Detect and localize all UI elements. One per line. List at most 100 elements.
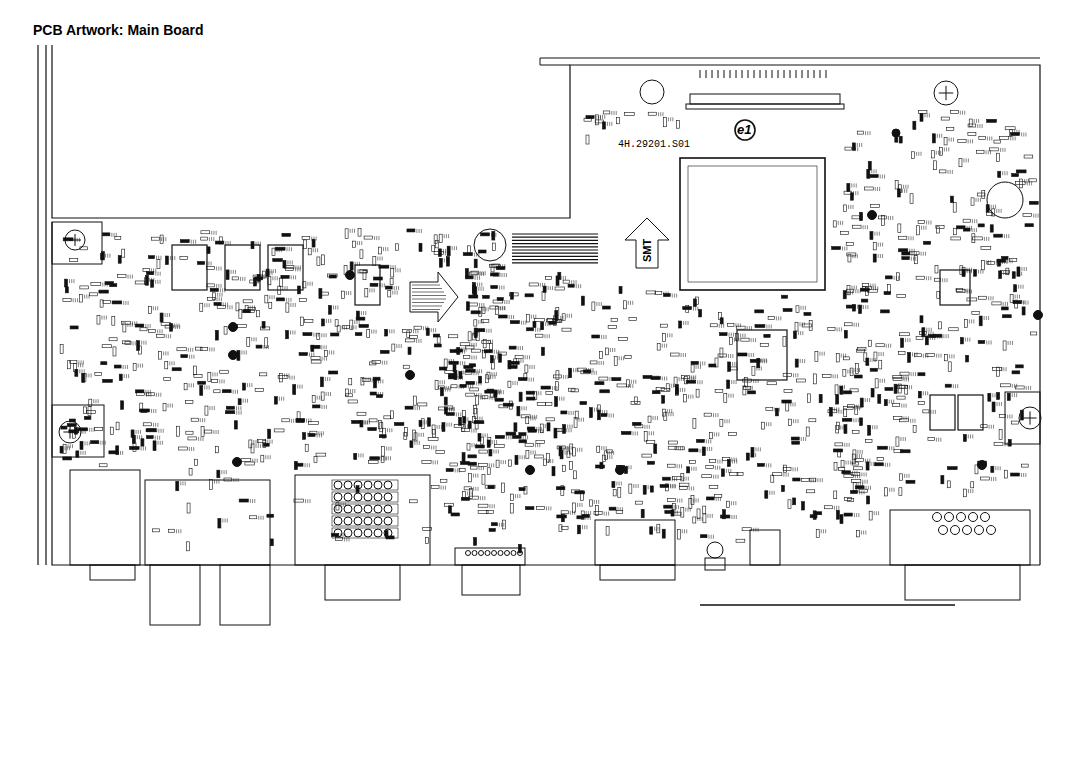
board-outline	[221, 379, 222, 383]
board-outline	[318, 345, 319, 349]
component-outline	[489, 343, 492, 350]
component-outline	[490, 264, 499, 267]
board-outline	[440, 380, 441, 384]
component-outline	[311, 360, 321, 363]
component-outline	[70, 326, 78, 329]
board-outline	[298, 265, 299, 269]
board-outline	[857, 368, 858, 372]
board-outline	[758, 447, 759, 451]
component-outline	[434, 344, 441, 347]
board-outline	[766, 463, 767, 467]
board-outline	[272, 440, 273, 444]
component-outline	[764, 334, 770, 337]
component-outline	[220, 370, 229, 373]
component-outline	[671, 510, 674, 516]
component-outline	[357, 412, 366, 415]
board-outline	[708, 439, 709, 443]
board-outline	[693, 498, 694, 502]
board-outline	[669, 409, 670, 413]
board-outline	[379, 283, 380, 287]
component-outline	[617, 384, 626, 387]
board-outline	[728, 394, 729, 398]
board-outline	[191, 355, 192, 359]
board-outline	[249, 383, 250, 387]
board-outline	[515, 381, 516, 385]
board-outline	[540, 58, 1040, 59]
component-outline	[255, 277, 263, 280]
board-outline	[211, 347, 212, 351]
board-outline	[724, 419, 725, 423]
board-outline	[202, 418, 203, 422]
board-outline	[324, 405, 325, 409]
board-outline	[270, 455, 271, 459]
board-outline	[357, 241, 358, 245]
board-outline	[238, 411, 239, 415]
board-outline	[481, 287, 482, 291]
board-outline	[204, 418, 205, 422]
board-outline	[163, 237, 164, 241]
component-outline	[118, 275, 126, 278]
board-outline	[308, 418, 309, 422]
board-outline	[611, 414, 612, 418]
board-outline	[388, 456, 389, 460]
board-outline	[155, 423, 156, 427]
component-outline	[157, 260, 160, 269]
component-outline	[512, 435, 521, 438]
board-outline	[359, 262, 360, 266]
board-outline	[729, 419, 730, 423]
board-outline	[716, 432, 717, 436]
board-outline	[636, 484, 637, 488]
component-outline	[797, 379, 806, 382]
board-outline	[717, 460, 718, 464]
board-outline	[497, 355, 498, 359]
board-outline	[478, 371, 479, 375]
board-outline	[478, 320, 479, 324]
board-outline	[192, 348, 193, 352]
board-outline	[481, 369, 482, 373]
component-outline	[706, 497, 714, 500]
board-outline	[846, 443, 847, 447]
board-outline	[638, 484, 639, 488]
board-outline	[86, 295, 87, 299]
board-outline	[601, 361, 602, 365]
board-outline	[848, 291, 849, 295]
component-outline	[492, 231, 495, 240]
component-outline	[348, 400, 357, 403]
board-outline	[335, 306, 336, 310]
board-outline	[738, 323, 739, 327]
board-outline	[512, 246, 598, 247]
board-outline	[328, 319, 329, 323]
board-outline	[479, 369, 480, 373]
component-outline	[545, 277, 551, 280]
board-outline	[223, 302, 224, 306]
board-outline	[138, 364, 139, 368]
board-outline	[71, 279, 72, 283]
board-outline	[213, 231, 214, 235]
board-outline	[685, 353, 686, 357]
component-outline	[215, 446, 218, 453]
component-outline	[494, 390, 497, 397]
board-outline	[522, 455, 523, 459]
component-outline	[403, 365, 409, 368]
board-outline	[444, 380, 445, 384]
component-outline	[467, 443, 470, 450]
board-outline	[567, 314, 568, 318]
component-outline	[207, 247, 210, 254]
component-outline	[715, 389, 723, 392]
board-outline	[734, 338, 735, 342]
board-outline	[290, 330, 291, 334]
component-outline	[200, 303, 203, 311]
board-outline	[870, 486, 871, 490]
board-outline	[158, 429, 159, 433]
component-outline	[679, 321, 682, 328]
component-outline	[332, 480, 398, 490]
component-outline	[332, 528, 398, 538]
board-outline	[212, 406, 213, 410]
component-outline	[215, 330, 218, 340]
board-outline	[80, 451, 81, 455]
board-outline	[352, 229, 353, 233]
hole	[334, 481, 342, 489]
board-outline	[814, 70, 815, 78]
board-outline	[481, 381, 482, 385]
board-outline	[698, 498, 699, 502]
